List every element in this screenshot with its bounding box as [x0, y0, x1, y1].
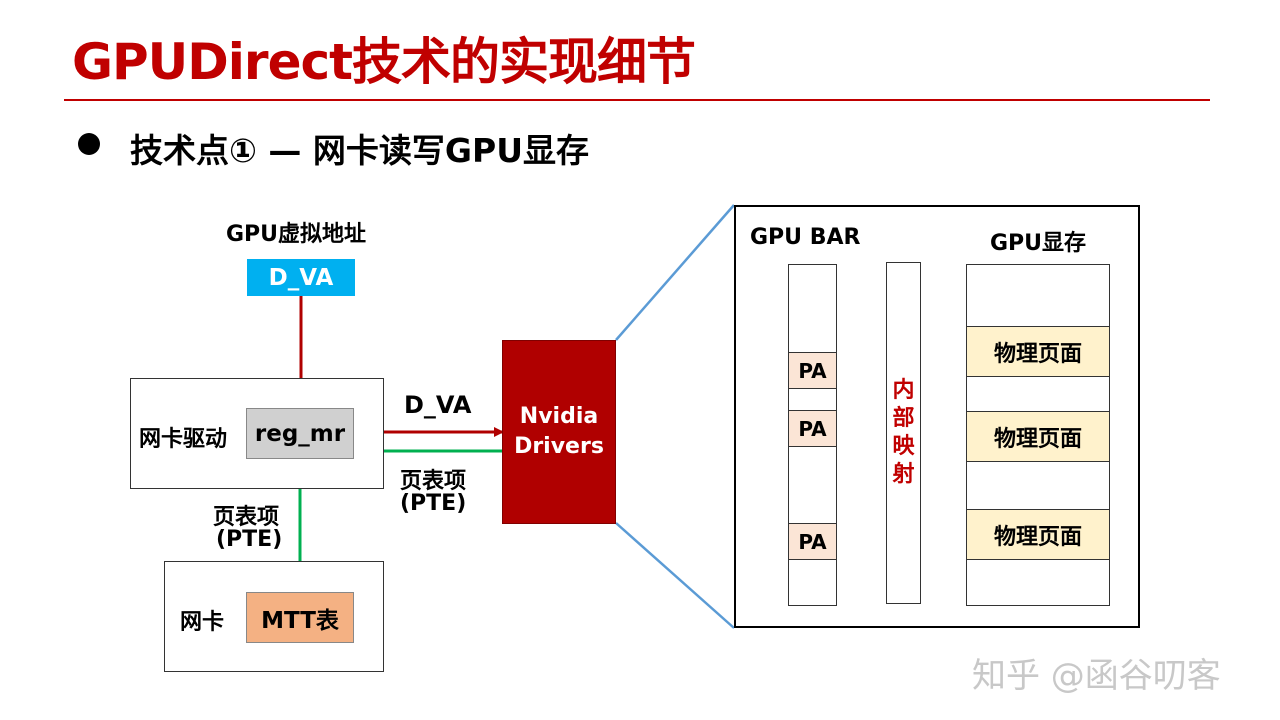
pa-cell-3: PA — [788, 523, 837, 560]
page-title: GPUDirect技术的实现细节 — [72, 33, 696, 91]
pa-cell-1: PA — [788, 352, 837, 389]
bullet-dot — [78, 133, 100, 155]
pte-label-line1: 页表项 — [213, 505, 280, 530]
nvidia-line2: Drivers — [514, 434, 604, 459]
gpu-va-label: GPU虚拟地址 — [226, 222, 367, 247]
arrow-dva-label: D_VA — [404, 391, 472, 419]
pa-cell-2: PA — [788, 410, 837, 447]
physical-page-1: 物理页面 — [966, 326, 1110, 377]
gpu-bar-label: GPU BAR — [750, 225, 861, 250]
gpu-mem-label: GPU显存 — [990, 231, 1087, 256]
nic-driver-label: 网卡驱动 — [139, 427, 228, 452]
bullet-text: 技术点① — 网卡读写GPU显存 — [130, 131, 589, 170]
physical-page-3: 物理页面 — [966, 509, 1110, 560]
nic-label: 网卡 — [180, 610, 225, 635]
physical-page-2: 物理页面 — [966, 411, 1110, 462]
reg-mr-box: reg_mr — [246, 408, 354, 459]
arrow-pte-line1: 页表项 — [400, 469, 467, 494]
nvidia-line1: Nvidia — [519, 404, 599, 429]
pte-label-line2: (PTE) — [216, 527, 283, 552]
internal-mapping-column: 内 部 映 射 — [886, 262, 921, 604]
nvidia-drivers-box: Nvidia Drivers — [502, 340, 616, 524]
arrow-pte-line2: (PTE) — [400, 491, 467, 516]
mapping-char-2: 部 — [892, 406, 915, 431]
watermark: 知乎 @函谷叨客 — [972, 656, 1221, 696]
zoom-line-top — [615, 204, 735, 341]
mapping-char-4: 射 — [892, 462, 915, 487]
mapping-char-1: 内 — [892, 378, 915, 403]
mtt-box: MTT表 — [246, 592, 354, 643]
mapping-char-3: 映 — [892, 434, 915, 459]
dva-box: D_VA — [247, 259, 355, 296]
title-divider — [64, 99, 1210, 101]
zoom-line-bottom — [615, 522, 735, 629]
